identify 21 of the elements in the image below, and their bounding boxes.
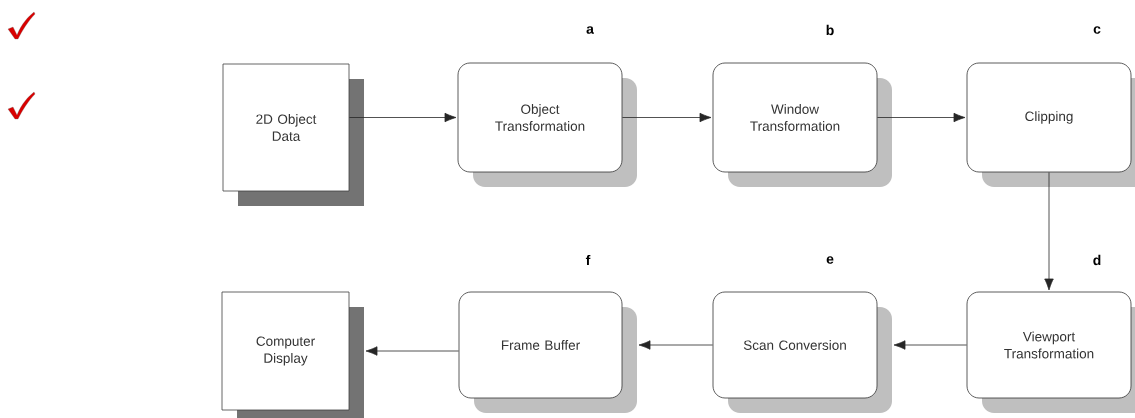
process-box: Clipping [966,62,1135,187]
process-box: Object Transformation [457,62,637,187]
step-letter: c [1093,26,1101,34]
arrow [622,112,712,123]
process-box: Frame Buffer [458,291,637,413]
arrow [893,340,967,350]
arrow [349,112,457,123]
step-letter: d [1093,254,1101,266]
arrow [877,112,966,123]
step-letter: e [826,256,834,264]
process-box: Viewport Transformation [966,291,1135,413]
process-box: Window Transformation [712,62,892,187]
data-box: 2D Object Data [222,63,364,206]
arrow [365,346,459,356]
arrow [1044,172,1054,291]
process-box: Scan Conversion [712,291,892,413]
arrow [638,340,713,350]
step-letter: a [586,26,594,34]
data-box: Computer Display [221,291,364,418]
step-letter: b [826,24,834,36]
step-letter: f [585,254,591,266]
